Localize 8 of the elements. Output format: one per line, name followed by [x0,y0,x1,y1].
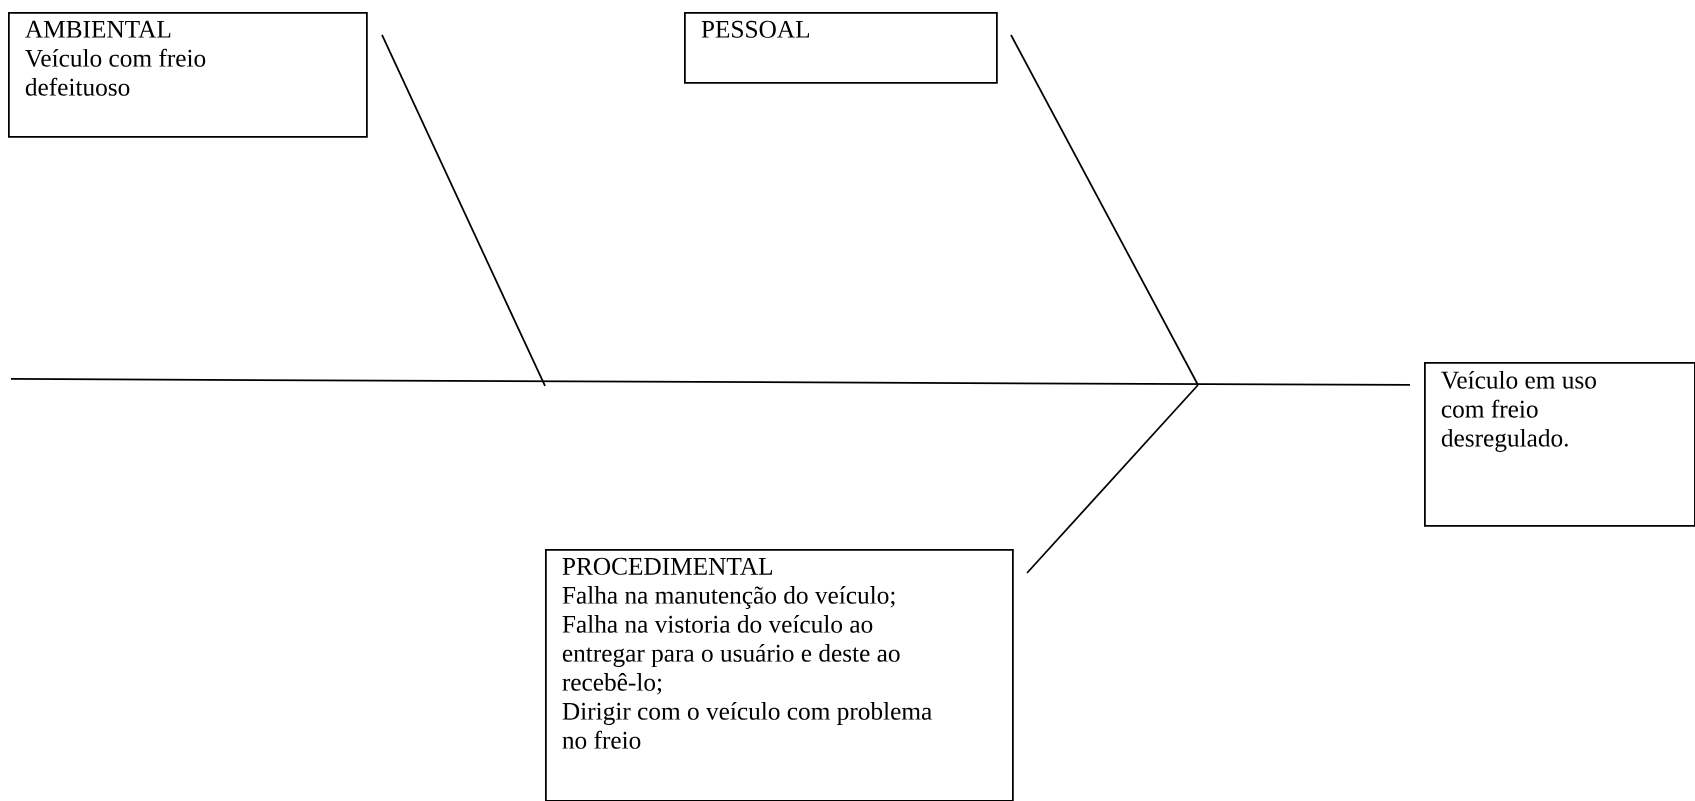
bone-line [1026,384,1199,574]
cause-box: PROCEDIMENTAL Falha na manutenção do veículo; Falha na vistoria do veículo ao entregar para o usuário e deste ao recebê-lo; Dirigir com o veículo com problema no freio [545,549,1014,801]
bone-line [1010,34,1199,386]
bone-line [381,34,546,387]
spine-line [10,378,1411,386]
effect-box: Veículo em uso com freio desregulado. [1424,362,1695,527]
cause-box: AMBIENTAL Veículo com freio defeituoso [8,11,368,138]
cause-box: PESSOAL [684,11,998,84]
